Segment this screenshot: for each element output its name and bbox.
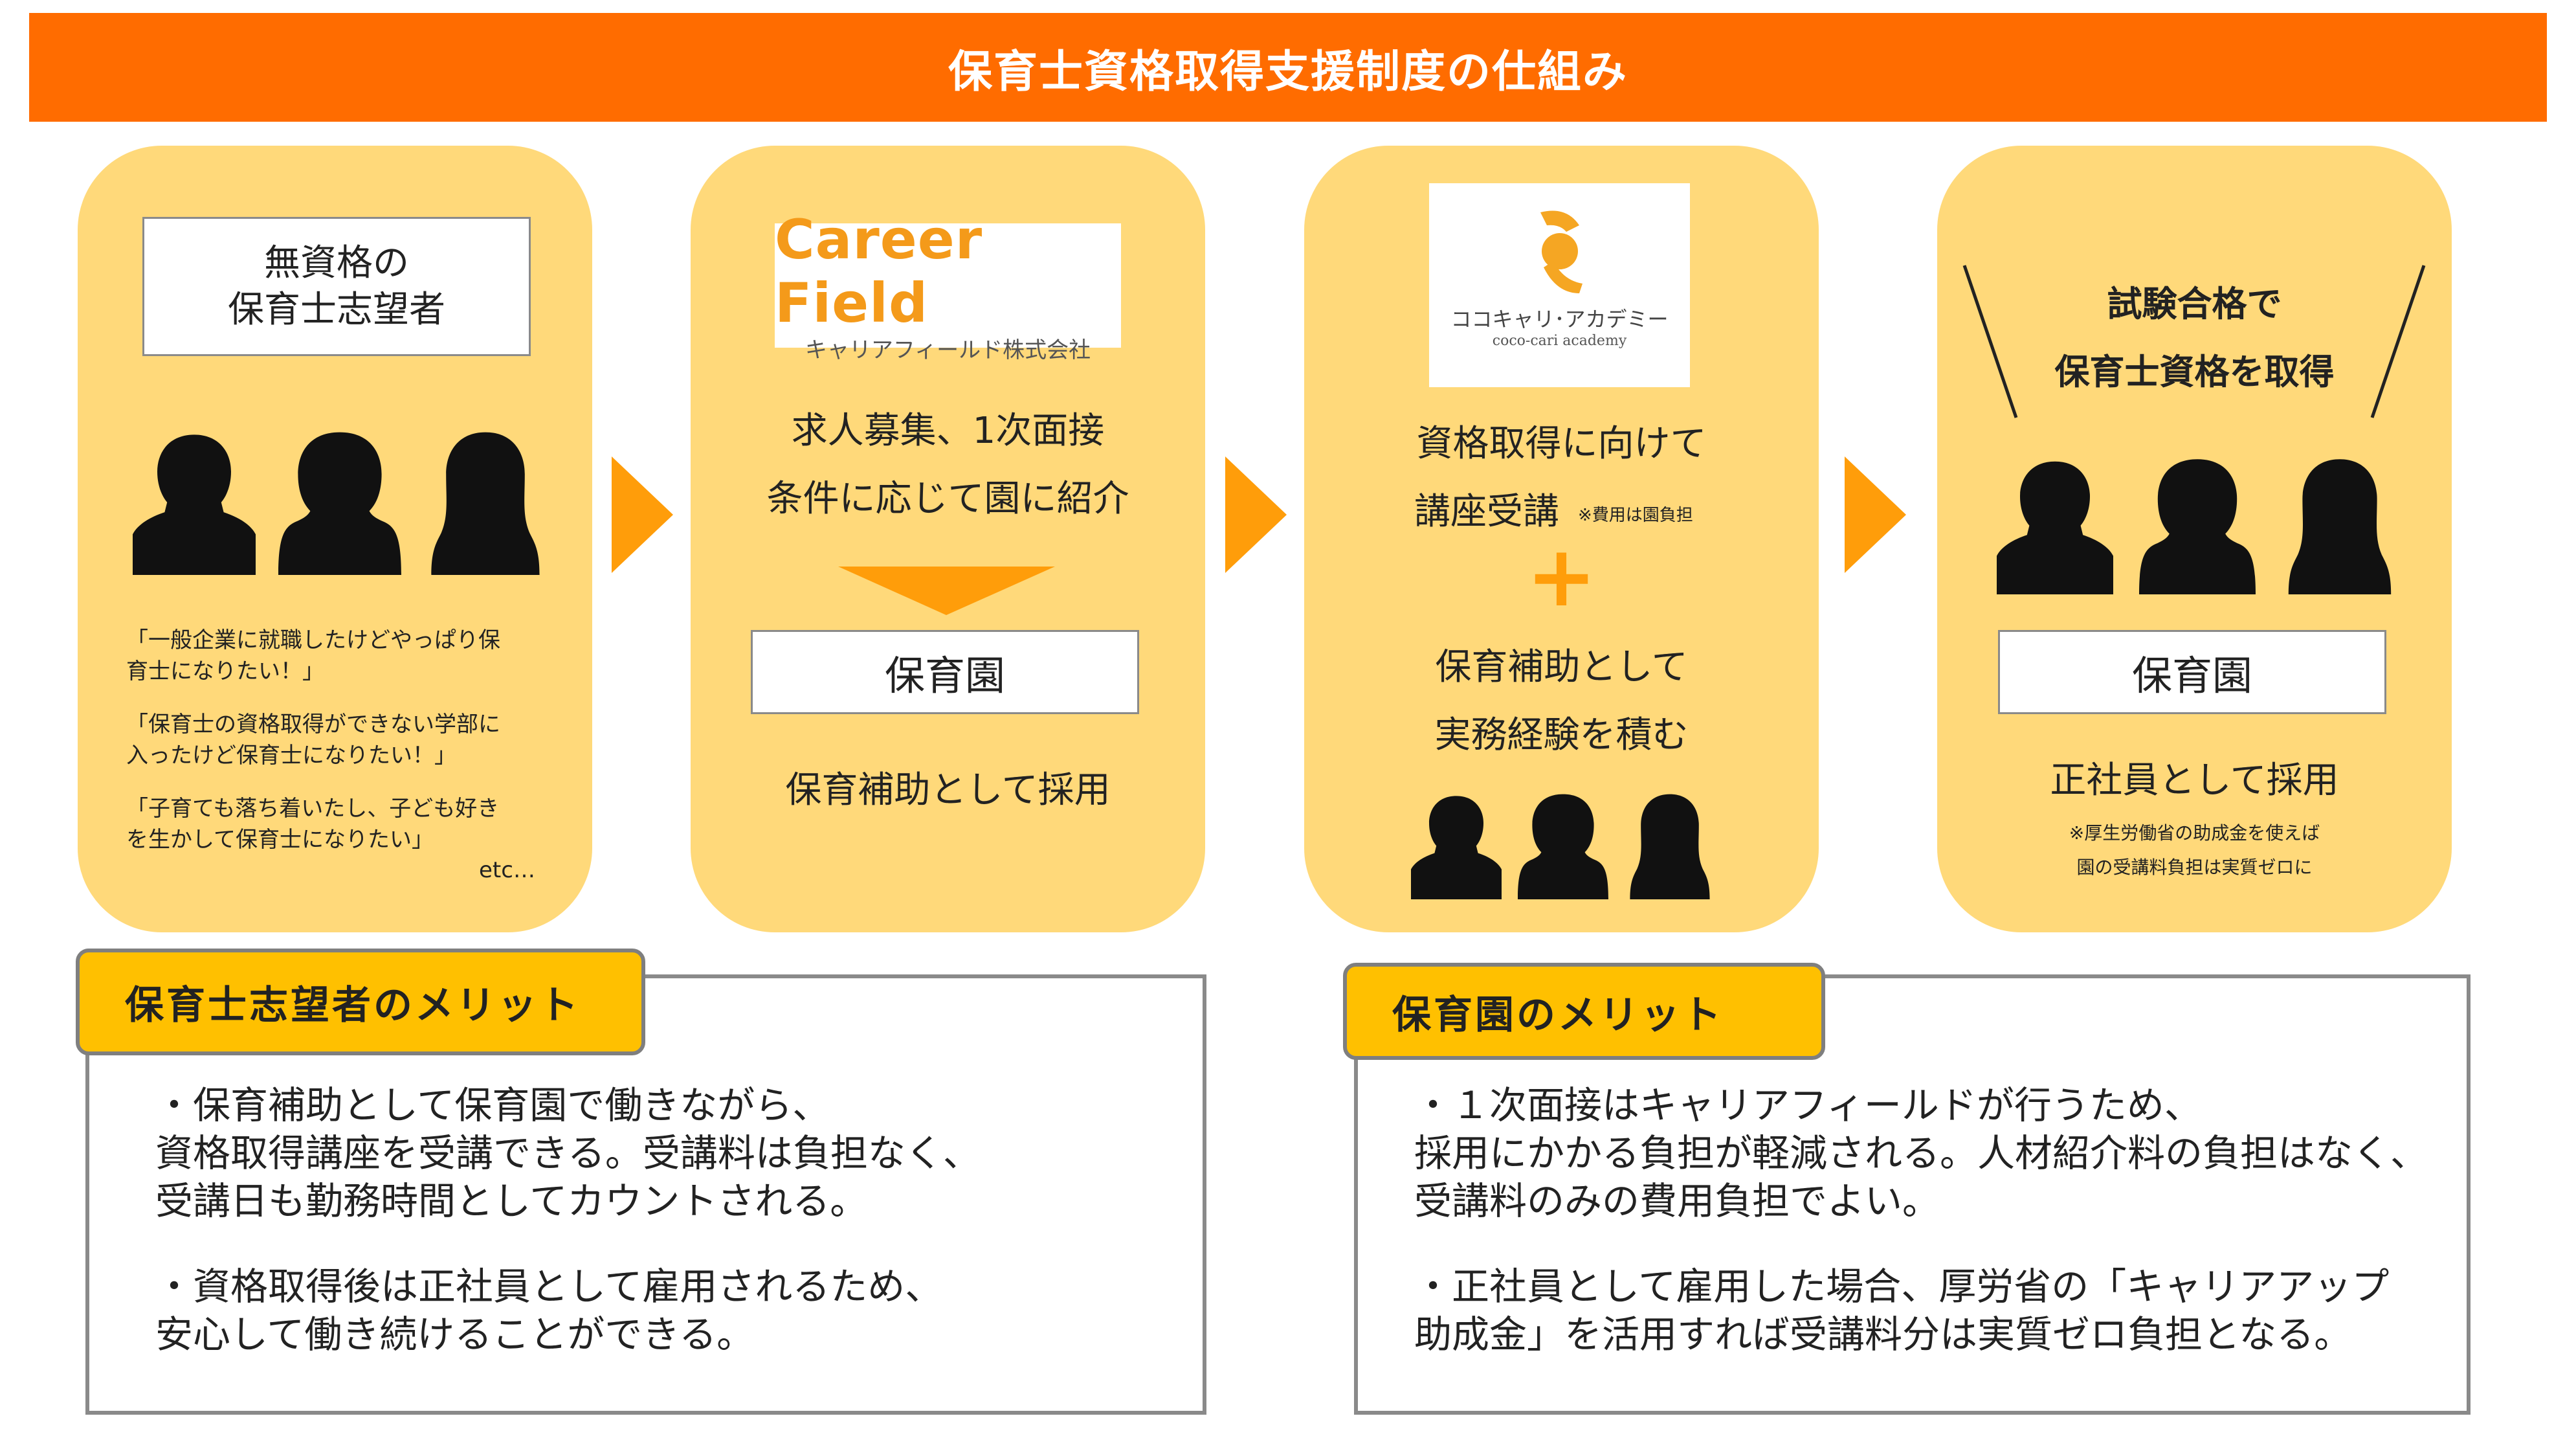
arrow-right-icon (612, 456, 673, 573)
step3-people-icon (1411, 794, 1710, 899)
step3-line1: 資格取得に向けて (1416, 423, 1707, 465)
step2-bottom: 保育補助として採用 (785, 769, 1111, 811)
step1-role-line1: 無資格の (264, 242, 409, 284)
step4-people-icon (1997, 459, 2392, 594)
step1-quote-2: 「保育士の資格取得ができない学部に 入ったけど保育士になりたい！」 (126, 712, 500, 769)
career-field-logo: Career Field キャリアフィールド株式会社 (775, 208, 1121, 363)
step4-note1: ※厚生労働省の助成金を使えば (2069, 822, 2320, 844)
step2-line2: 条件に応じて園に紹介 (766, 478, 1129, 520)
logo-jp-text: ココキャリ･アカデミー (1450, 307, 1669, 331)
step1-role-box: 無資格の 保育士志望者 (142, 217, 531, 356)
step2-line1: 求人募集、1次面接 (791, 410, 1105, 452)
logo-main-text: Career Field (775, 207, 983, 335)
step2-nursery-label: 保育園 (884, 652, 1005, 699)
step1-quote-1: 「一般企業に就職したけどやっぱり保 育士になりたい！」 (126, 627, 500, 684)
step4-head1: 試験合格で (2107, 284, 2282, 324)
coco-cari-logo: ココキャリ･アカデミー coco-cari academy (1429, 183, 1690, 387)
step3-line4: 実務経験を積む (1434, 714, 1689, 756)
step3-line3: 保育補助として (1435, 646, 1688, 688)
step4-bottom: 正社員として採用 (2050, 759, 2339, 802)
step1-quote-3: 「子育ても落ち着いたし、子ども好き を生かして保育士になりたい」 (126, 796, 500, 853)
merit-left-p2: ・資格取得後は正社員として雇用されるため、 安心して働き続けることができる。 (155, 1264, 943, 1356)
step4-note2: 園の受講料負担は実質ゼロに (2076, 857, 2313, 878)
arrow-right-icon (1225, 456, 1287, 573)
merit-left-box (85, 974, 1206, 1415)
step3-note: ※費用は園負担 (1578, 506, 1693, 525)
step2-nursery-box: 保育園 (751, 630, 1139, 714)
step4-nursery-label: 保育園 (2131, 652, 2252, 699)
merit-right-p1: ・１次面接はキャリアフィールドが行うため、 採用にかかる負担が軽減される。人材紹… (1414, 1083, 2428, 1223)
celebration-lines-icon (1962, 265, 2426, 418)
merit-left-title: 保育士志望者のメリット (76, 949, 645, 1055)
title-banner: 保育士資格取得支援制度の仕組み (29, 13, 2547, 122)
merit-right-title: 保育園のメリット (1343, 963, 1825, 1060)
academy-logo-icon (1540, 210, 1582, 293)
logo-sub-text: キャリアフィールド株式会社 (805, 337, 1091, 363)
step1-people-icon (133, 432, 540, 575)
step1-etc: etc… (479, 857, 535, 883)
merit-right-p2: ・正社員として雇用した場合、厚労省の「キャリアアップ 助成金」を活用すれば受講料… (1414, 1264, 2390, 1356)
step4-nursery-box: 保育園 (1998, 630, 2386, 714)
step1-role-line2: 保育士志望者 (228, 288, 445, 331)
step3-line2: 講座受講 (1414, 491, 1559, 533)
arrow-right-icon (1845, 456, 1906, 573)
logo-en-text: coco-cari academy (1492, 333, 1627, 349)
page-title: 保育士資格取得支援制度の仕組み (948, 46, 1628, 98)
arrow-down-icon (838, 567, 1055, 615)
merit-left-p1: ・保育補助として保育園で働きながら、 資格取得講座を受講できる。受講料は負担なく… (155, 1083, 981, 1223)
plus-icon: + (1526, 527, 1597, 625)
step4-head2: 保育士資格を取得 (2054, 352, 2335, 392)
